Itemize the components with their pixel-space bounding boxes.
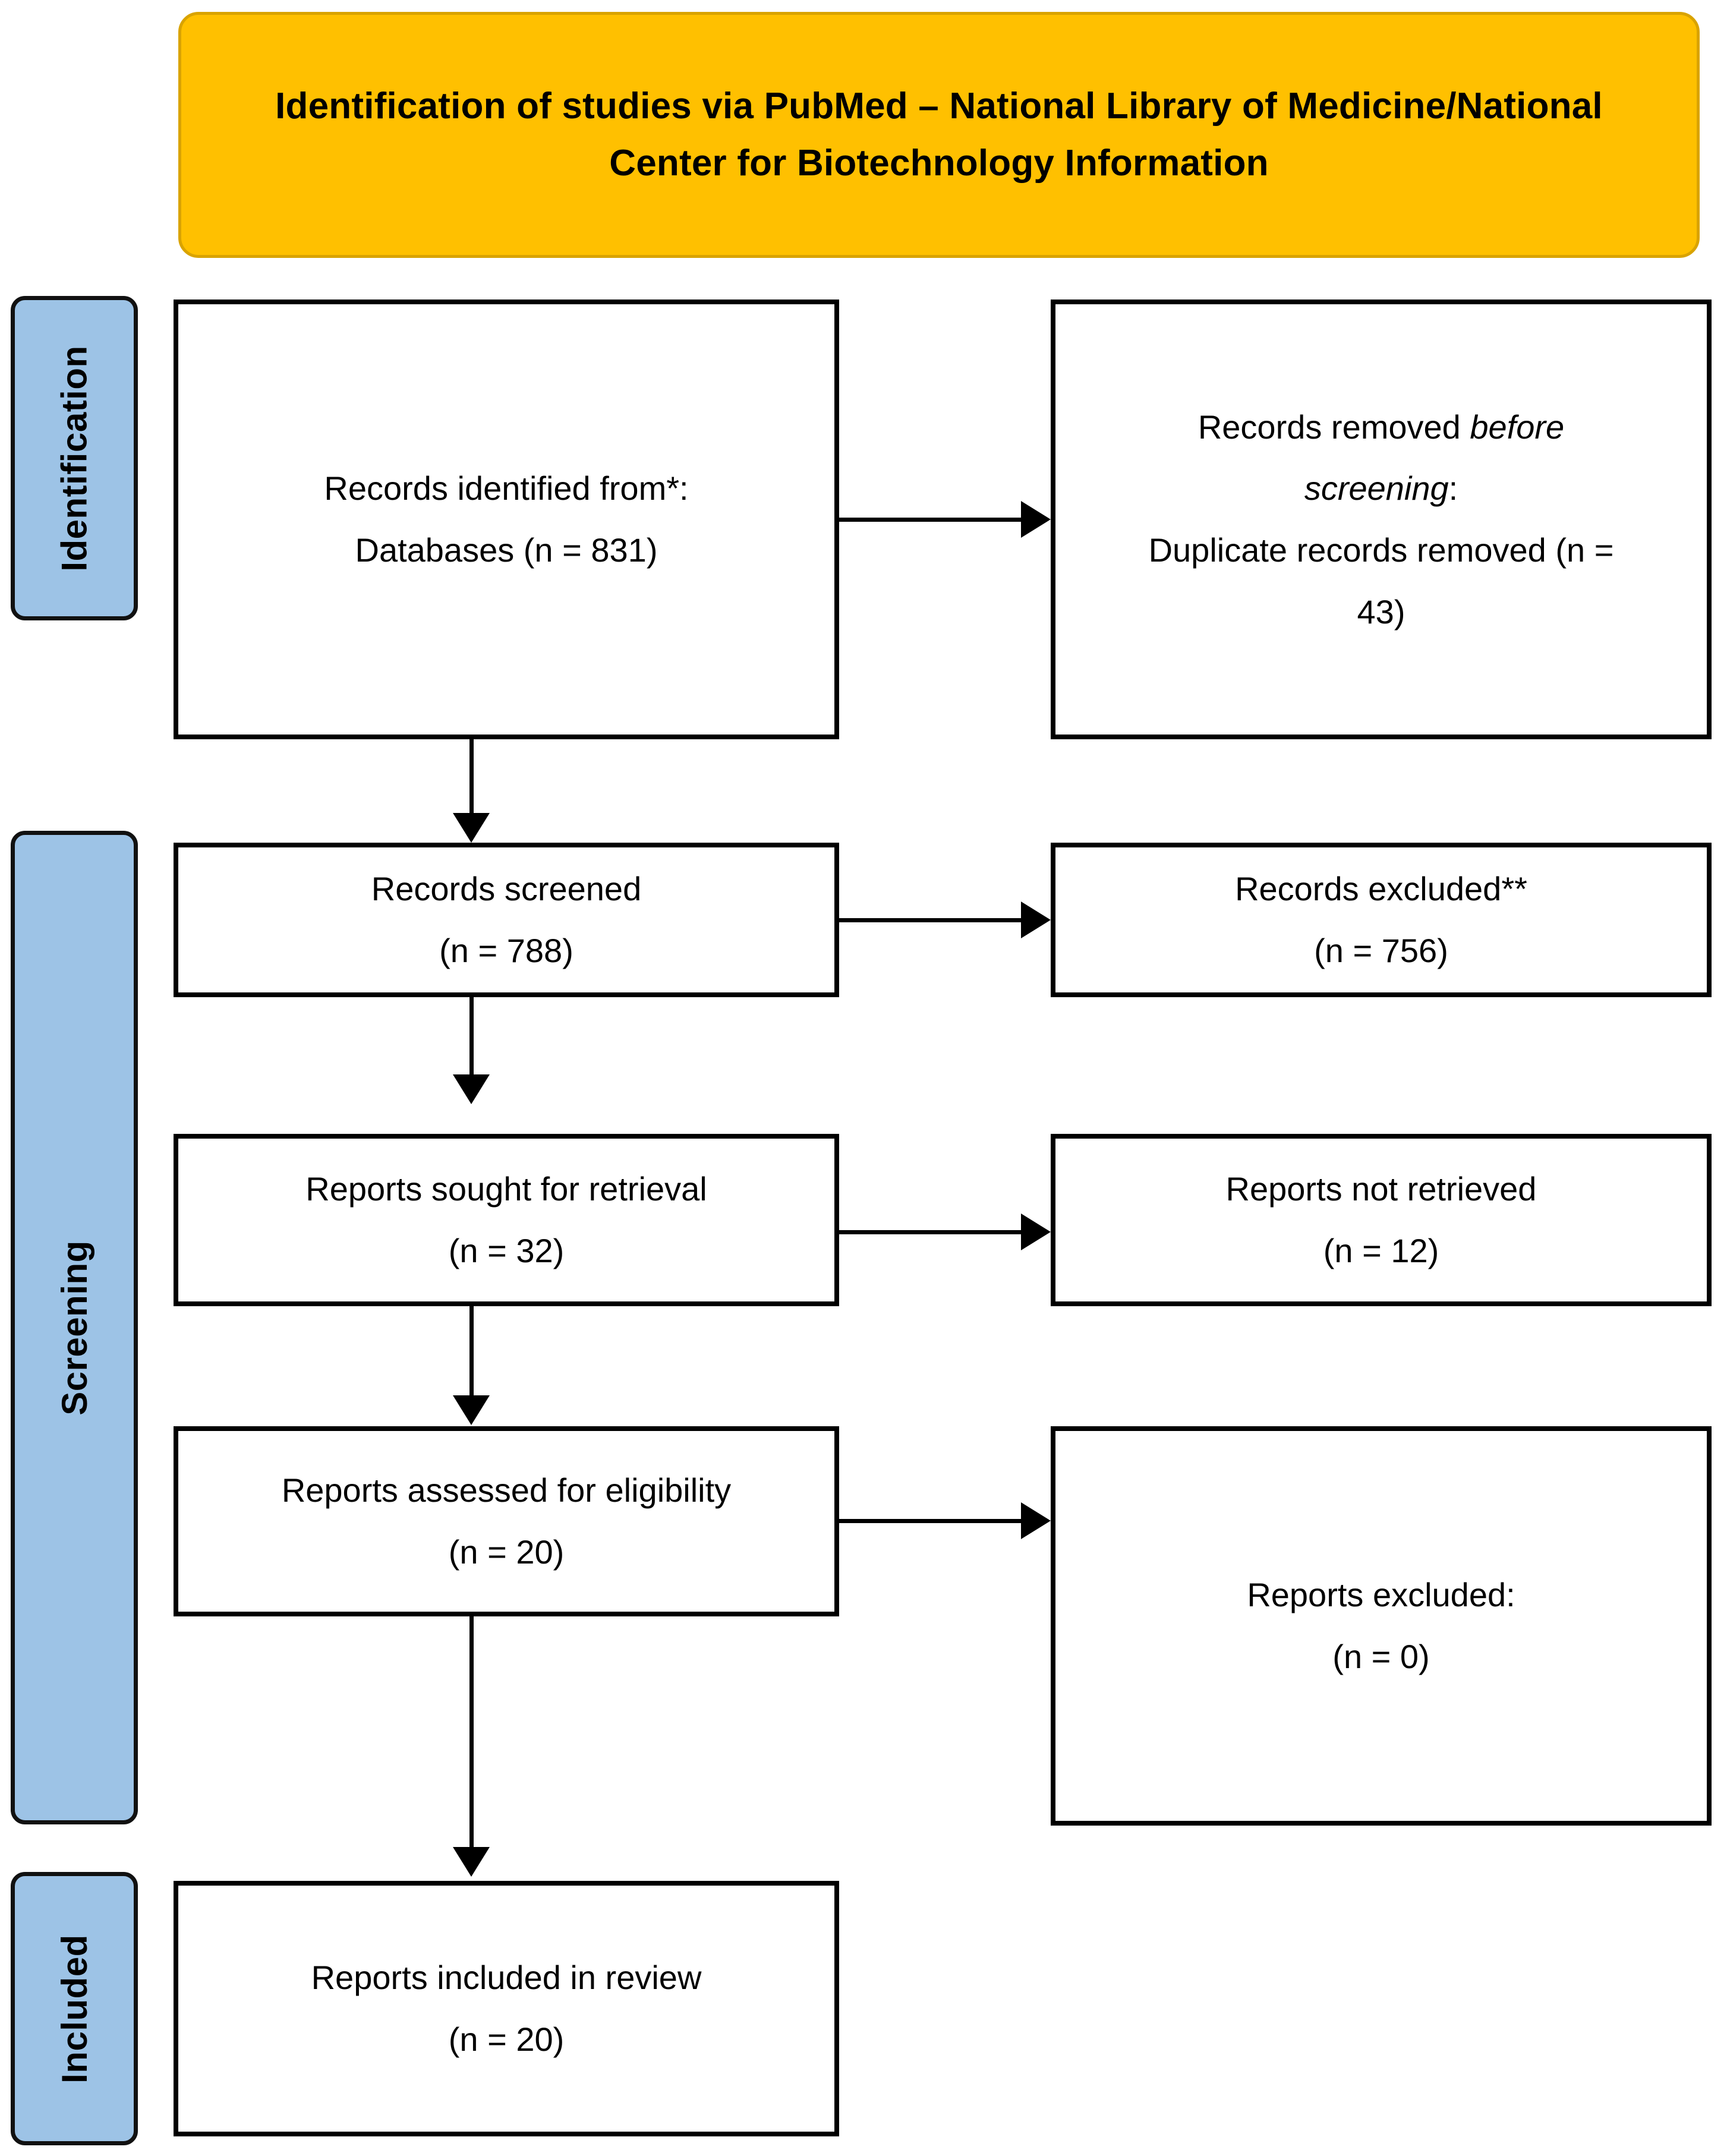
flow-box-records-identified: Records identified from*: Databases (n =… (174, 300, 839, 739)
records-removed-line-4: 43) (1357, 592, 1405, 631)
records-identified-line-2: Databases (n = 831) (355, 531, 658, 569)
records-screened-line-2: (n = 788) (439, 932, 573, 969)
reports-included-line-2: (n = 20) (448, 2021, 565, 2058)
records-removed-line-2: screening: (1080, 458, 1682, 519)
flow-box-reports-not-retrieved: Reports not retrieved (n = 12) (1051, 1134, 1712, 1306)
flow-box-records-excluded: Records excluded** (n = 756) (1051, 843, 1712, 997)
records-removed-line-1: Records removed before (1080, 396, 1682, 458)
flow-box-records-screened: Records screened (n = 788) (174, 843, 839, 997)
reports-not-retrieved-line-2: (n = 12) (1323, 1232, 1439, 1269)
connector-line (839, 1519, 1021, 1523)
flow-box-records-removed: Records removed before screening: Duplic… (1051, 300, 1712, 739)
arrowhead-down-icon (453, 1847, 490, 1877)
arrowhead-right-icon (1021, 902, 1051, 938)
reports-included-line-1: Reports included in review (311, 1959, 702, 1997)
reports-sought-line-1: Reports sought for retrieval (305, 1170, 707, 1208)
records-removed-italic-before: before (1470, 408, 1565, 446)
connector-line (469, 1616, 474, 1848)
stage-tab-screening-label: Screening (54, 1240, 94, 1416)
header-title-line-1: Identification of studies via PubMed – N… (275, 85, 1603, 127)
records-excluded-line-2: (n = 756) (1314, 932, 1448, 969)
connector-line (469, 739, 474, 814)
connector-line (839, 518, 1021, 522)
flow-box-reports-sought: Reports sought for retrieval (n = 32) (174, 1134, 839, 1306)
flow-box-reports-included: Reports included in review (n = 20) (174, 1881, 839, 2136)
arrowhead-down-icon (453, 1395, 490, 1425)
reports-excluded-line-1: Reports excluded: (1247, 1576, 1515, 1614)
reports-not-retrieved-line-1: Reports not retrieved (1225, 1170, 1537, 1208)
stage-tab-identification: Identification (11, 296, 138, 620)
flow-box-reports-excluded: Reports excluded: (n = 0) (1051, 1426, 1712, 1826)
reports-excluded-line-2: (n = 0) (1332, 1638, 1430, 1675)
connector-line (839, 1230, 1021, 1234)
stage-tab-included: Included (11, 1872, 138, 2145)
diagram-header-banner: Identification of studies via PubMed – N… (178, 12, 1700, 258)
records-removed-line-3: Duplicate records removed (n = (1148, 531, 1614, 569)
connector-line (469, 997, 474, 1076)
reports-assessed-line-1: Reports assessed for eligibility (281, 1471, 732, 1509)
connector-line (469, 1306, 474, 1397)
stage-tab-identification-label: Identification (54, 345, 94, 572)
arrowhead-right-icon (1021, 501, 1051, 538)
reports-sought-line-2: (n = 32) (448, 1232, 565, 1269)
records-removed-colon: : (1448, 469, 1458, 508)
records-removed-italic-screening: screening (1304, 469, 1449, 508)
records-screened-line-1: Records screened (371, 870, 642, 908)
records-removed-prefix: Records removed (1197, 408, 1470, 446)
records-identified-line-1: Records identified from*: (324, 469, 689, 508)
reports-assessed-line-2: (n = 20) (448, 1533, 565, 1571)
stage-tab-screening: Screening (11, 831, 138, 1824)
arrowhead-down-icon (453, 1074, 490, 1104)
header-title-line-2: Center for Biotechnology Information (609, 143, 1269, 184)
arrowhead-right-icon (1021, 1502, 1051, 1539)
flow-box-reports-assessed: Reports assessed for eligibility (n = 20… (174, 1426, 839, 1616)
arrowhead-down-icon (453, 813, 490, 843)
records-excluded-line-1: Records excluded** (1235, 870, 1527, 908)
connector-line (839, 918, 1021, 922)
stage-tab-included-label: Included (54, 1934, 94, 2083)
arrowhead-right-icon (1021, 1213, 1051, 1250)
